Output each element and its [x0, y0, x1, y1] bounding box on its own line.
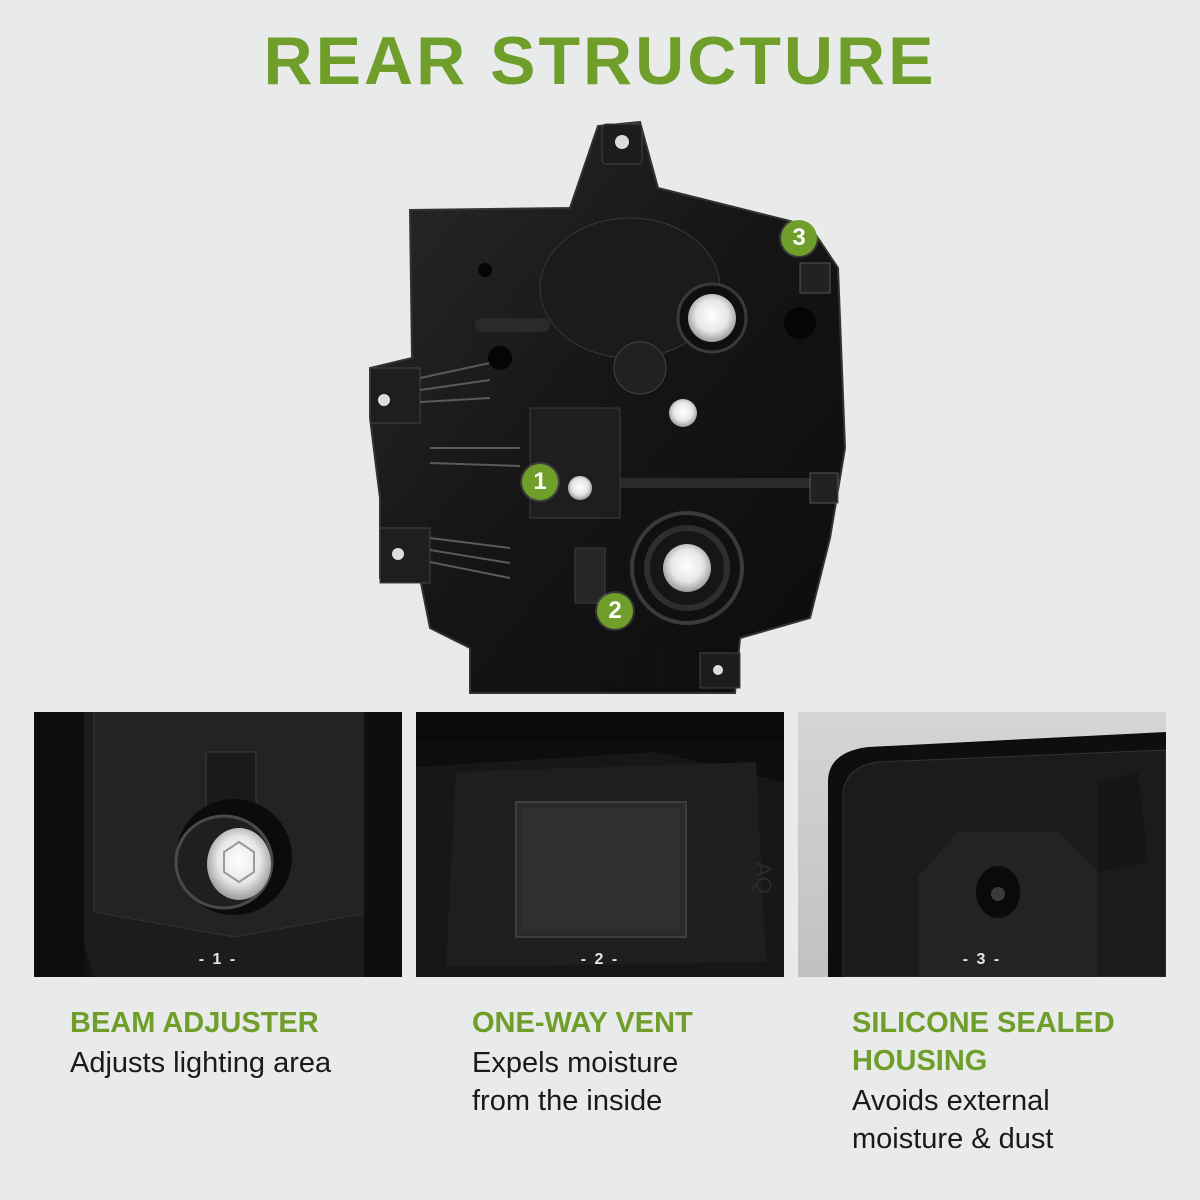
detail-panel-one-way-vent: AQ - 2 - — [416, 712, 784, 977]
callout-marker-2: 2 — [597, 593, 633, 629]
feature-title: SILICONE SEALED — [852, 1007, 1115, 1039]
feature-title: ONE-WAY VENT — [472, 1007, 693, 1039]
feature-description-line: Avoids external — [852, 1085, 1050, 1117]
one-way-vent-closeup: AQ — [416, 712, 784, 977]
feature-one-way-vent: ONE-WAY VENT Expels moisture from the in… — [472, 1004, 802, 1120]
headlight-housing-illustration — [369, 120, 847, 694]
callout-marker-1: 1 — [522, 464, 558, 500]
beam-adjuster-closeup — [34, 712, 402, 977]
feature-description-line: from the inside — [472, 1085, 663, 1117]
feature-description-line: Adjusts lighting area — [70, 1047, 332, 1079]
feature-description-line: Expels moisture — [472, 1047, 679, 1079]
panel-label-2: - 2 - — [580, 951, 620, 968]
feature-title: BEAM ADJUSTER — [70, 1007, 319, 1039]
headlight-rear-image: 1 2 3 — [340, 118, 870, 700]
panel-label-3: - 3 - — [962, 951, 1002, 968]
sealed-housing-closeup — [798, 712, 1166, 977]
detail-panel-beam-adjuster: - 1 - — [34, 712, 402, 977]
feature-silicone-sealed-housing: SILICONE SEALED HOUSING Avoids external … — [852, 1004, 1182, 1158]
svg-text:AQ: AQ — [751, 862, 776, 894]
feature-title: HOUSING — [852, 1045, 988, 1077]
feature-beam-adjuster: BEAM ADJUSTER Adjusts lighting area — [70, 1004, 400, 1082]
panel-label-1: - 1 - — [198, 951, 238, 968]
feature-description-line: moisture & dust — [852, 1123, 1054, 1155]
callout-marker-3: 3 — [781, 220, 817, 256]
page-title: REAR STRUCTURE — [263, 23, 937, 99]
detail-panel-sealed-housing: - 3 - — [798, 712, 1166, 977]
